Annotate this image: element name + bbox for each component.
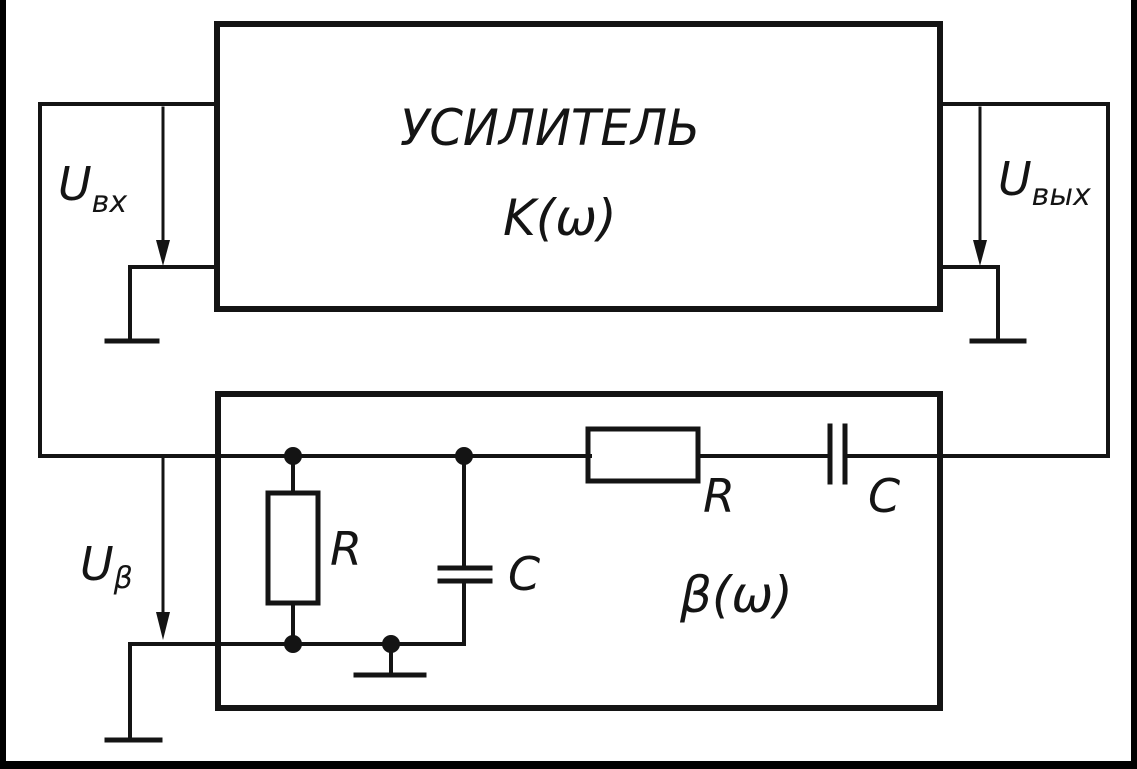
amplifier-block: УСИЛИТЕЛЬ K(ω) — [214, 21, 943, 312]
series-resistor-label: R — [703, 469, 735, 523]
series-branch: R C — [585, 423, 942, 523]
input-circuit: Uвх — [38, 102, 592, 458]
amplifier-title: УСИЛИТЕЛЬ — [400, 99, 700, 157]
junction-dot — [284, 635, 302, 653]
output-circuit: Uвых — [938, 102, 1110, 458]
shunt-branch: R C — [104, 447, 540, 743]
feedback-transfer-function: β(ω) — [679, 566, 793, 624]
output-voltage-label: Uвых — [998, 152, 1091, 213]
input-voltage-label: Uвх — [58, 157, 127, 220]
feedback-network-block: β(ω) — [215, 391, 943, 711]
beta-voltage-label: Uβ — [80, 537, 133, 596]
shunt-resistor-label: R — [330, 522, 362, 576]
series-capacitor-label: C — [868, 469, 900, 523]
series-resistor — [585, 426, 701, 484]
amplifier-transfer-function: K(ω) — [503, 189, 617, 247]
shunt-capacitor-label: C — [508, 547, 540, 601]
beta-voltage: Uβ — [80, 456, 170, 640]
shunt-resistor — [265, 490, 321, 606]
